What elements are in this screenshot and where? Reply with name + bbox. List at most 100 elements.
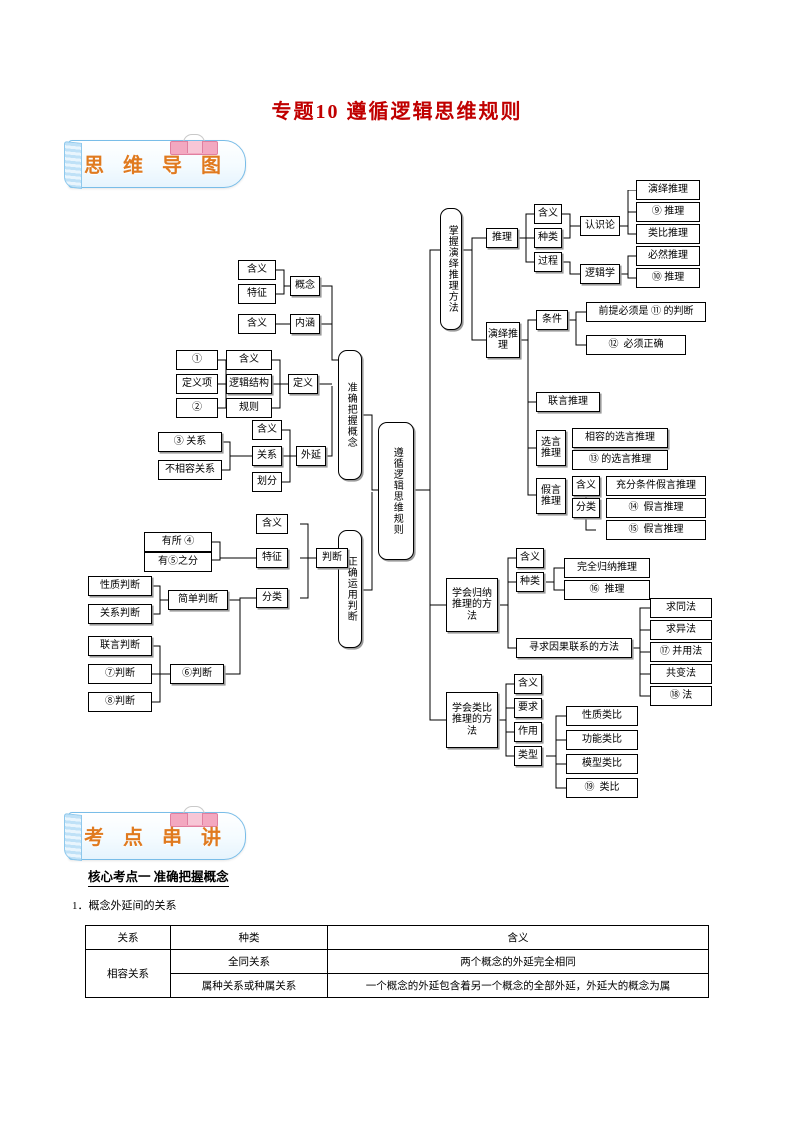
node-blank-16: ⑯ 推理 (564, 580, 650, 600)
table-cell-relation: 相容关系 (85, 949, 171, 998)
node-blank-9: ⑨ 推理 (636, 202, 700, 222)
node-buxiangrong-guanxi: 不相容关系 (158, 460, 222, 480)
node-blank-6: ⑥判断 (170, 664, 224, 684)
node-jiayan-fenlei: 分类 (572, 498, 600, 518)
node-gongneng-leibi: 功能类比 (566, 730, 638, 750)
node-guize: 规则 (226, 398, 272, 418)
table-header-meaning: 含义 (327, 925, 709, 950)
table-row: 相容关系 全同关系 两个概念的外延完全相同 (85, 949, 709, 998)
node-blank-3-relation: ③ 关系 (158, 432, 222, 452)
node-gongbianfa: 共变法 (650, 664, 712, 684)
node-guanxi-panduan: 关系判断 (88, 604, 152, 624)
paper-clip-icon (170, 806, 218, 827)
keypoint-subheading: 1．概念外延间的关系 (72, 900, 177, 912)
node-luojixue: 逻辑学 (580, 264, 620, 284)
node-xuanyan-tuili: 选言推理 (536, 430, 566, 466)
node-blank-2: ② (176, 398, 218, 418)
node-panduan-tezheng: 特征 (256, 548, 288, 568)
node-inductive-zhonglei: 种类 (516, 572, 544, 592)
node-branch-inductive: 学会归纳推理的方法 (446, 578, 498, 632)
node-jiayan-hanyi: 含义 (572, 476, 600, 496)
node-leibi-tuili-type: 类比推理 (636, 224, 700, 244)
node-blank-1: ① (176, 350, 218, 370)
node-blank-5: 有⑤之分 (144, 552, 212, 572)
node-jiandan-panduan: 简单判断 (168, 590, 228, 610)
mind-map-connectors (152, 190, 650, 789)
table-cell-kind: 属种关系或种属关系 (170, 973, 328, 998)
node-branch-analogy: 学会类比推理的方法 (446, 692, 498, 748)
node-panduan-hanyi: 含义 (256, 514, 288, 534)
table-cell-meaning: 一个概念的外延包含着另一个概念的全部外延，外延大的概念为属 (327, 973, 709, 998)
keypoint-heading: 核心考点一 准确把握概念 (88, 866, 229, 887)
node-dingyixiang: 定义项 (176, 374, 218, 394)
node-xiangrong-xuanyan: 相容的选言推理 (572, 428, 668, 448)
node-blank-14: ⑭ 假言推理 (606, 498, 706, 518)
mind-map: 遵循逻辑思维规则 准确把握概念 正确运用判断 含义 特征 概念 含义 内涵 ① … (0, 180, 794, 800)
node-xingzhi-panduan: 性质判断 (88, 576, 152, 596)
table-header-row: 关系 种类 含义 (85, 925, 709, 950)
node-analogy-zuoyong: 作用 (514, 722, 542, 742)
node-qiutongfa: 求同法 (650, 598, 712, 618)
node-blank-11: 前提必须是 ⑪ 的判断 (586, 302, 706, 322)
node-xingzhi-leibi: 性质类比 (566, 706, 638, 726)
badge-label-keypoints: 考 点 串 讲 (84, 826, 228, 849)
node-chongfen-jiayan: 充分条件假言推理 (606, 476, 706, 496)
node-concept-tezheng: 特征 (238, 284, 276, 304)
concept-extension-table: 关系 种类 含义 相容关系 全同关系 两个概念的外延完全相同 属种关系或种属关系… (85, 925, 709, 998)
node-tuili-zhonglei: 种类 (534, 228, 562, 248)
node-blank-19: ⑲ 类比 (566, 778, 638, 798)
node-dingyi: 定义 (288, 374, 318, 394)
paper-clip-icon (170, 134, 218, 155)
node-yanyi-tuili: 演绎推理 (486, 322, 520, 358)
node-biran-tuili: 必然推理 (636, 246, 700, 266)
node-branch-deductive: 掌握演绎推理方法 (440, 208, 462, 330)
table-header-relation: 关系 (85, 925, 171, 950)
node-panduan-fenlei: 分类 (256, 588, 288, 608)
node-blank-17: ⑰ 并用法 (650, 642, 712, 662)
node-gainian: 概念 (290, 276, 320, 296)
node-blank-15: ⑮ 假言推理 (606, 520, 706, 540)
node-blank-8: ⑧判断 (88, 692, 152, 712)
node-blank-7: ⑦判断 (88, 664, 152, 684)
section-badge-mindmap: 思 维 导 图 (62, 134, 247, 190)
node-panduan: 判断 (316, 548, 348, 568)
node-tiaojian: 条件 (536, 310, 568, 330)
section-badge-keypoints: 考 点 串 讲 (62, 806, 247, 862)
node-yinguo-method: 寻求因果联系的方法 (516, 638, 632, 658)
node-blank-18: ⑱ 法 (650, 686, 712, 706)
node-blank-13: ⑬ 的选言推理 (572, 450, 668, 470)
node-blank-12: ⑫ 必须正确 (586, 335, 686, 355)
node-branch-concept: 准确把握概念 (338, 350, 362, 480)
node-neihan-hanyi: 含义 (238, 314, 276, 334)
node-renshilun: 认识论 (580, 216, 620, 236)
node-branch-judgment: 正确运用判断 (338, 530, 362, 648)
node-lianyan-tuili: 联言推理 (536, 392, 600, 412)
node-analogy-leixing: 类型 (514, 746, 542, 766)
table-cell-kind: 全同关系 (170, 949, 328, 974)
node-concept-hanyi: 含义 (238, 260, 276, 280)
badge-label-mindmap: 思 维 导 图 (84, 154, 228, 177)
node-qiuyifa: 求异法 (650, 620, 712, 640)
table-cell-meaning: 两个概念的外延完全相同 (327, 949, 709, 974)
node-yanyi-tuili-type: 演绎推理 (636, 180, 700, 200)
node-analogy-yaoqiu: 要求 (514, 698, 542, 718)
node-analogy-hanyi: 含义 (514, 674, 542, 694)
node-waiyan-guanxi: 关系 (252, 446, 282, 466)
node-dingyi-hanyi: 含义 (226, 350, 272, 370)
node-moxing-leibi: 模型类比 (566, 754, 638, 774)
node-jiayan-tuili: 假言推理 (536, 478, 566, 514)
node-luoji-jiegou: 逻辑结构 (226, 374, 272, 394)
node-lianyan-panduan: 联言判断 (88, 636, 152, 656)
node-neihan: 内涵 (290, 314, 320, 334)
node-tuili-guocheng: 过程 (534, 252, 562, 272)
node-inductive-hanyi: 含义 (516, 548, 544, 568)
mindmap-center-node: 遵循逻辑思维规则 (378, 422, 414, 560)
node-waiyan-hanyi: 含义 (252, 420, 282, 440)
table-header-kind: 种类 (170, 925, 328, 950)
node-tuili: 推理 (486, 228, 518, 248)
node-blank-10: ⑩ 推理 (636, 268, 700, 288)
node-waiyan: 外延 (296, 446, 326, 466)
page-title: 专题10 遵循逻辑思维规则 (271, 101, 523, 123)
node-tuili-hanyi: 含义 (534, 204, 562, 224)
